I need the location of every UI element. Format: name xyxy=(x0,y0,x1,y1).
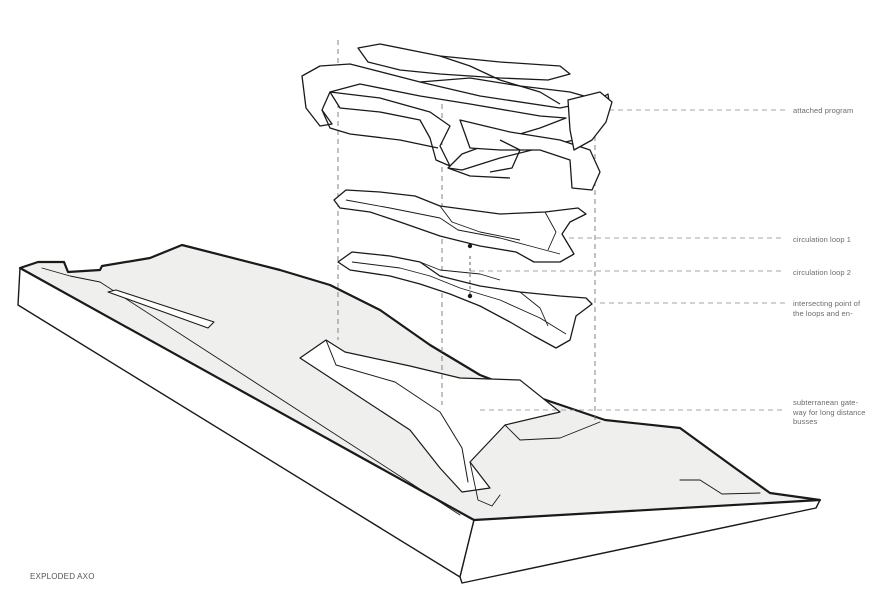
slab-front-face xyxy=(459,499,821,584)
label-intersecting-point: intersecting point of the loops and en- xyxy=(793,299,861,318)
label-subterranean-gateway: subterranean gate- way for long distance… xyxy=(793,398,866,426)
slab-opening xyxy=(107,289,215,329)
site-slab xyxy=(17,243,822,584)
slab-right-notch xyxy=(679,479,761,495)
annotation-leaders xyxy=(470,109,785,411)
slab-ramp-edge xyxy=(325,339,469,483)
slab-terrace-line xyxy=(41,267,461,516)
slab-ramp-surface xyxy=(299,339,561,493)
loop1-marker-dot xyxy=(467,243,473,249)
intersection-marker-dot xyxy=(467,293,473,299)
label-circulation-loop-1: circulation loop 1 xyxy=(793,235,852,244)
drawing-caption: EXPLODED AXO xyxy=(30,572,95,581)
circulation-loop-2 xyxy=(337,251,593,349)
label-attached-program: attached program xyxy=(793,106,854,115)
circulation-loop-1 xyxy=(333,189,587,263)
slab-ramp-inner xyxy=(504,421,601,441)
attached-program-volume xyxy=(301,43,613,191)
slab-ramp-drop xyxy=(469,461,501,507)
label-circulation-loop-2: circulation loop 2 xyxy=(793,268,852,277)
